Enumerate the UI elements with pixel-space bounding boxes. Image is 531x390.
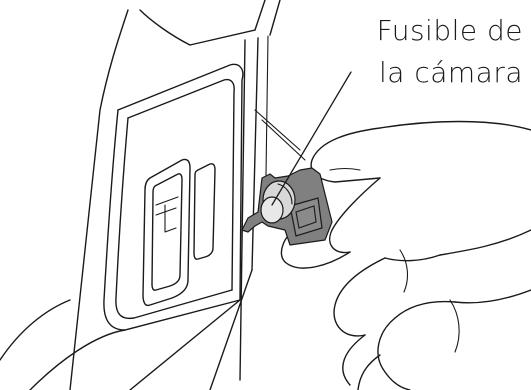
callout-label-line-1: Fusible de <box>377 14 523 48</box>
callout-label-line-2: la cámara <box>379 56 523 90</box>
camera-slot <box>143 159 215 305</box>
hand-icon <box>281 122 531 390</box>
